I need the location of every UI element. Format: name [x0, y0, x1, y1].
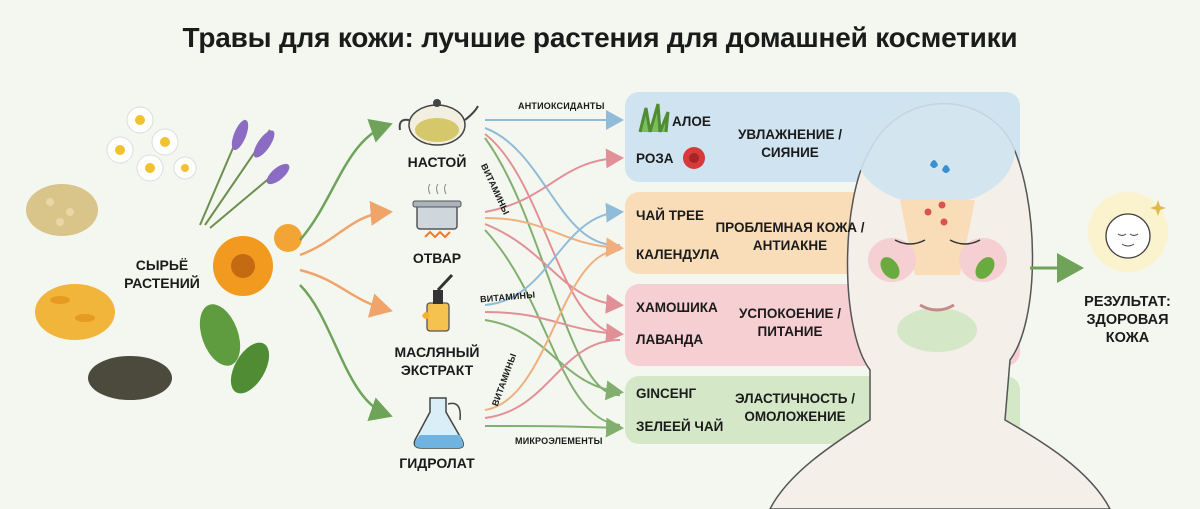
- plant-calendula: КАЛЕНДУЛА: [636, 247, 720, 262]
- effect-hydration: УВЛАЖНЕНИЕ / СИЯНИЕ: [715, 126, 865, 162]
- form-label-oil-extract: МАСЛЯНЫЙ ЭКСТРАКТ: [382, 343, 492, 379]
- plant-lavender: ЛАВАНДА: [636, 332, 704, 347]
- form-oil-line1: МАСЛЯНЫЙ: [394, 344, 480, 360]
- plant-tea-tree: ЧАЙ ТРЕЕ: [636, 208, 704, 223]
- plant-ginseng: GINСЕНГ: [636, 386, 697, 401]
- flow-line: [484, 417, 624, 438]
- result-label: РЕЗУЛЬТАТ: ЗДОРОВАЯ КОЖА: [1070, 293, 1185, 347]
- flow-line: [484, 311, 624, 344]
- dried-chamomile-illustration: [26, 184, 98, 236]
- flow-line: [484, 339, 621, 419]
- dried-tea-leaves-illustration: [88, 356, 172, 400]
- result-line3: КОЖА: [1105, 330, 1150, 346]
- face-illustration: [769, 95, 1111, 509]
- raw-label-line2: РАСТЕНИЙ: [124, 275, 200, 291]
- raw-label-line1: СЫРЬЁ: [135, 257, 189, 273]
- cooking-pot-icon: [412, 183, 462, 239]
- flow-line: [484, 223, 624, 314]
- flow-line: [484, 319, 624, 401]
- form-label-infusion: НАСТОЙ: [387, 153, 487, 171]
- effect-soothing: УСПОКОЕНИЕ / ПИТАНИЕ: [715, 305, 865, 341]
- flow-line: [484, 217, 624, 258]
- form-decoction-line1: ОТВАР: [412, 250, 462, 266]
- flow-line: [484, 127, 621, 247]
- effect-antiaging-line1: ЭЛАСТИЧНОСТЬ /: [735, 391, 855, 406]
- glowing-face-icon: [1088, 192, 1168, 272]
- plant-rose: РОЗА: [636, 151, 674, 166]
- result-line1: РЕЗУЛЬТАТ:: [1084, 294, 1171, 310]
- dried-calendula-illustration: [35, 284, 115, 340]
- form-label-decoction: ОТВАР: [387, 249, 487, 267]
- form-oil-line2: ЭКСТРАКТ: [400, 362, 474, 378]
- arrow-raw-to-infusion: [299, 118, 393, 241]
- flow-line: [484, 202, 624, 306]
- green-tea-leaves-illustration: [199, 304, 270, 394]
- page-title: Травы для кожи: лучшие растения для дома…: [182, 22, 1018, 53]
- dropper-bottle-icon: [422, 273, 454, 332]
- arrow-raw-to-oil: [299, 268, 393, 318]
- rose-icon: [683, 147, 705, 169]
- effect-hydration-line2: СИЯНИЕ: [761, 145, 819, 160]
- teapot-icon: [398, 99, 479, 146]
- plant-chamomile: ХАМОШИКА: [636, 300, 718, 315]
- arrow-raw-to-hydrolat: [299, 284, 393, 422]
- flow-label-antioxidants: АНТИОКСИДАНТЫ: [518, 101, 605, 111]
- effect-antiacne-line2: АНТИАКНЕ: [752, 238, 828, 253]
- effect-antiaging: ЭЛАСТИЧНОСТЬ / ОМОЛОЖЕНИЕ: [715, 390, 875, 426]
- form-label-hydrolat: ГИДРОЛАТ: [387, 454, 487, 472]
- flow-line: [484, 229, 621, 426]
- effect-hydration-line1: УВЛАЖНЕНИЕ /: [738, 127, 842, 142]
- form-hydrolat-line1: ГИДРОЛАТ: [399, 455, 475, 471]
- plant-green-tea: ЗЕЛЕЕЙ ЧАЙ: [636, 419, 724, 434]
- effect-soothing-line2: ПИТАНИЕ: [757, 324, 823, 339]
- flow-label-microelements: МИКРОЭЛЕМЕНТЫ: [515, 436, 603, 446]
- lavender-illustration: [199, 119, 290, 229]
- effect-antiaging-line2: ОМОЛОЖЕНИЕ: [744, 409, 846, 424]
- effect-antiacne: ПРОБЛЕМНАЯ КОЖА / АНТИАКНЕ: [705, 219, 875, 255]
- plant-aloe: АЛОЕ: [672, 114, 711, 129]
- raw-materials-label: СЫРЬЁ РАСТЕНИЙ: [112, 256, 212, 292]
- aloe-icon: [638, 103, 670, 133]
- arrow-raw-to-decoction: [299, 200, 393, 257]
- calendula-flower-illustration: [213, 224, 302, 296]
- flow-line: [484, 148, 624, 213]
- effect-soothing-line1: УСПОКОЕНИЕ /: [738, 306, 842, 321]
- effect-antiacne-line1: ПРОБЛЕМНАЯ КОЖА /: [715, 220, 865, 235]
- flow-line: [484, 133, 621, 336]
- chamomile-flowers-illustration: [106, 106, 197, 182]
- result-line2: ЗДОРОВАЯ: [1086, 312, 1169, 328]
- flow-line: [484, 249, 621, 411]
- flask-icon: [413, 397, 465, 449]
- form-infusion-line1: НАСТОЙ: [407, 154, 467, 170]
